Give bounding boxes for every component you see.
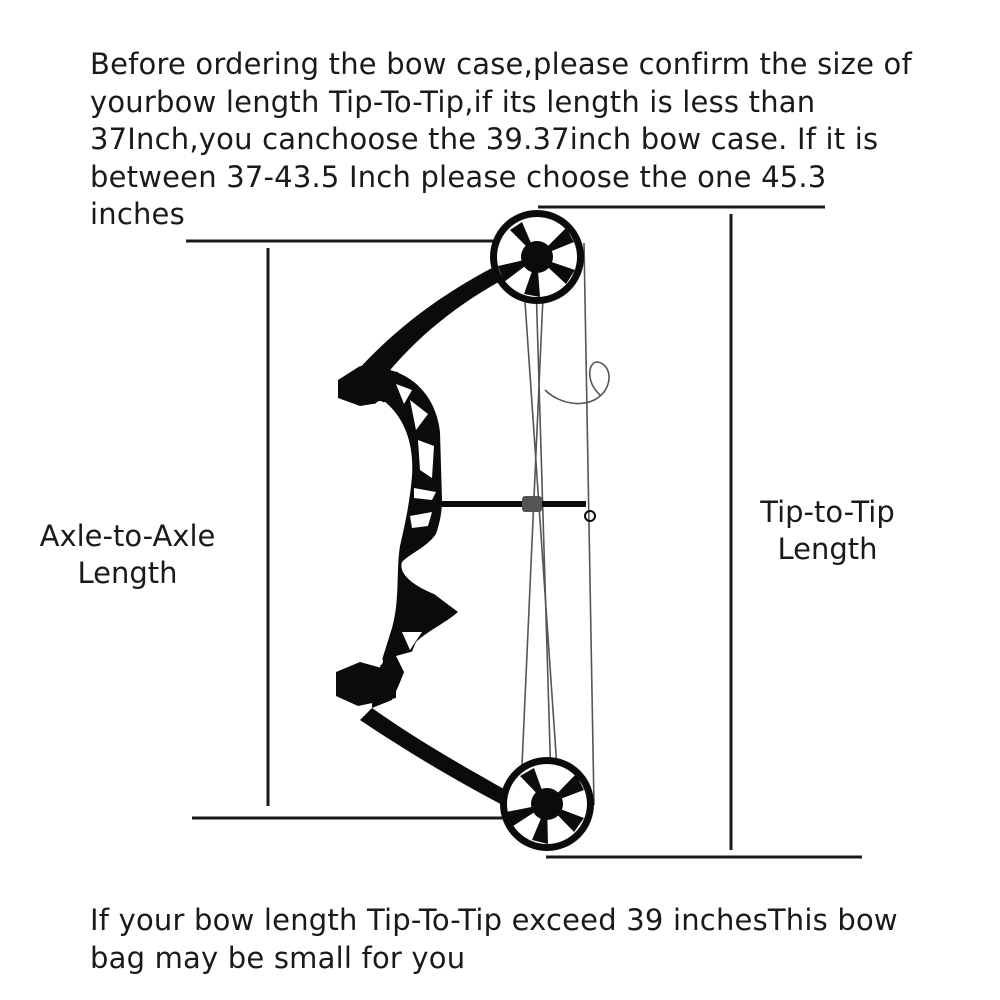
tip-to-tip-label: Tip-to-Tip Length — [735, 494, 920, 568]
top-note: Before ordering the bow case,please conf… — [90, 47, 912, 231]
bottom-note: If your bow length Tip-To-Tip exceed 39 … — [90, 903, 898, 975]
tip-label-line1: Tip-to-Tip — [760, 495, 895, 529]
axle-to-axle-label: Axle-to-Axle Length — [20, 518, 235, 592]
tip-dimension-lines — [538, 205, 862, 859]
axle-label-line2: Length — [77, 556, 178, 590]
compound-bow-icon — [336, 210, 610, 851]
axle-dimension-lines — [186, 239, 548, 820]
tip-label-line2: Length — [777, 532, 878, 566]
axle-label-line1: Axle-to-Axle — [39, 519, 216, 553]
